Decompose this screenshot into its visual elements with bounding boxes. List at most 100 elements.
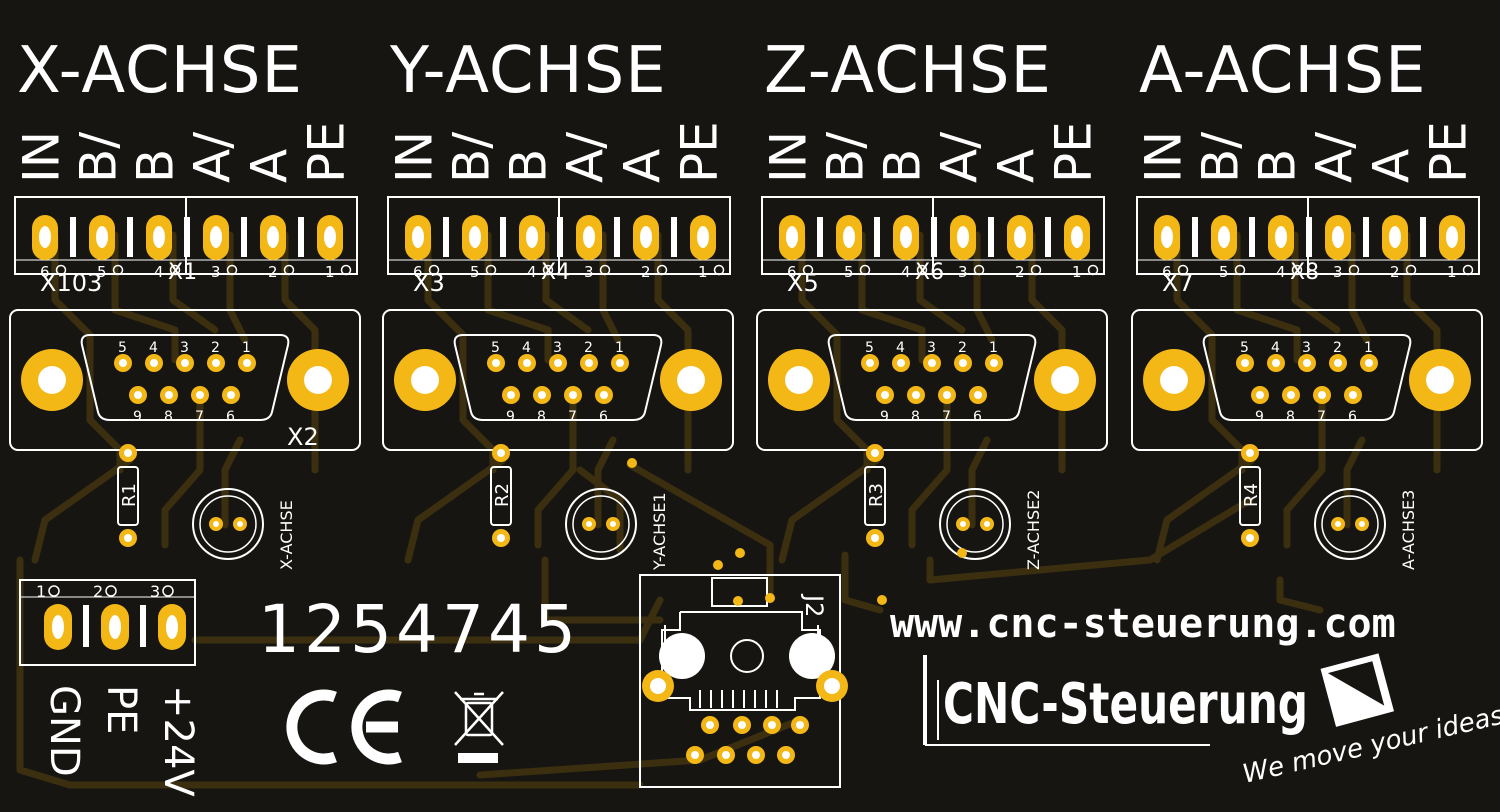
trace-main-5 xyxy=(841,551,884,614)
terminal-label: A xyxy=(1363,149,1421,183)
sub-d-pin-hole xyxy=(227,391,235,399)
rj45-mount-hole xyxy=(659,633,705,679)
sub-d-pin-hole xyxy=(181,359,189,367)
pin-number: 2 xyxy=(268,263,278,281)
sub-d-pin-number: 6 xyxy=(973,409,982,425)
led-pad-hole xyxy=(1335,521,1341,527)
sub-d-pin-number: 8 xyxy=(911,409,920,425)
trace-3-3 xyxy=(916,231,966,334)
rj45-pin-hole xyxy=(738,721,746,729)
led-pad-hole xyxy=(586,521,592,527)
pin-number: 2 xyxy=(641,263,651,281)
led-outline xyxy=(1314,488,1386,560)
pin-number: 1 xyxy=(698,263,708,281)
terminal-pad-hole xyxy=(640,226,652,248)
sub-d-pin-number: 7 xyxy=(568,409,577,425)
mounting-hole-hole xyxy=(1426,366,1454,394)
sub-d-pin-number: 5 xyxy=(865,340,874,356)
sub-d-pin-hole xyxy=(897,359,905,367)
terminal-separator xyxy=(241,217,247,257)
axis-title: X-ACHSE xyxy=(17,34,303,108)
terminal-separator xyxy=(1192,217,1198,257)
rj45-pin-hole xyxy=(691,751,699,759)
terminal-pad-hole xyxy=(267,226,279,248)
mounting-hole-hole xyxy=(411,366,439,394)
resistor-pad-hole xyxy=(871,534,879,542)
sub-d-pin-hole xyxy=(492,359,500,367)
terminal-label: IN xyxy=(760,131,818,183)
pin-marker xyxy=(1348,264,1360,276)
resistor-body xyxy=(864,466,886,526)
sub-d-shell xyxy=(80,334,290,421)
trace-main-4 xyxy=(626,461,774,604)
via xyxy=(765,593,775,603)
trace-main-3 xyxy=(541,556,664,624)
terminal-label: PE xyxy=(1420,121,1478,183)
sub-d-pin-number: 7 xyxy=(195,409,204,425)
terminal-pad-hole xyxy=(1275,226,1287,248)
pin-number: 1 xyxy=(1072,263,1082,281)
sub-d-outline xyxy=(382,309,734,451)
terminal-label: B/ xyxy=(70,132,128,183)
mounting-hole-hole xyxy=(1051,366,1079,394)
sub-d-pin-hole xyxy=(1256,391,1264,399)
terminal-separator xyxy=(817,217,823,257)
trace-2-3 xyxy=(542,231,592,334)
trace-3-8 xyxy=(968,436,991,529)
terminal-label: B xyxy=(1249,149,1307,183)
sub-d-shell xyxy=(827,334,1037,421)
pin-marker xyxy=(283,264,295,276)
terminal-label: B/ xyxy=(443,132,501,183)
power-pin-number: 2 xyxy=(93,582,103,601)
sub-d-pin-hole xyxy=(616,359,624,367)
sub-d-outline xyxy=(1131,309,1483,451)
sub-d-pin-hole xyxy=(119,359,127,367)
sub-d-shell xyxy=(453,334,663,421)
ce-mark-icon xyxy=(286,689,402,765)
sub-d-pin-number: 8 xyxy=(1286,409,1295,425)
sub-d-pin-hole xyxy=(554,359,562,367)
trace-2-7 xyxy=(534,396,577,549)
terminal-separator xyxy=(614,217,620,257)
led-pad-hole xyxy=(237,521,243,527)
sub-d-pin-hole xyxy=(523,359,531,367)
resistor-ref: R1 xyxy=(119,483,140,507)
power-label: GND xyxy=(41,685,87,777)
sub-d-pin-number: 2 xyxy=(211,340,220,356)
rj45-mount-hole xyxy=(789,633,835,679)
terminal-ref: X6 xyxy=(915,260,944,285)
sub-d-pin-hole xyxy=(196,391,204,399)
sub-d-pin-number: 6 xyxy=(226,409,235,425)
terminal-label: A/ xyxy=(184,132,242,183)
terminal-separator xyxy=(1306,217,1312,257)
sub-d-pin-number: 8 xyxy=(164,409,173,425)
mounting-hole-hole xyxy=(38,366,66,394)
pin-number: 6 xyxy=(40,263,50,281)
mounting-hole-hole xyxy=(304,366,332,394)
power-pin-marker xyxy=(105,585,117,597)
sub-d-pin-number: 3 xyxy=(180,340,189,356)
sub-d-pin-hole xyxy=(866,359,874,367)
terminal-label: A/ xyxy=(1306,132,1364,183)
resistor-pad-hole xyxy=(497,449,505,457)
terminal-label: B/ xyxy=(817,132,875,183)
sub-d-pin-number: 1 xyxy=(242,340,251,356)
sub-d-pin-hole xyxy=(990,359,998,367)
rj45-shield-pad-hole xyxy=(650,678,666,694)
pin-number: 1 xyxy=(1447,263,1457,281)
terminal-ref: X1 xyxy=(168,260,197,285)
terminal-separator xyxy=(1363,217,1369,257)
pin-number: 4 xyxy=(1276,263,1286,281)
terminal-label: B xyxy=(500,149,558,183)
sub-d-pin-number: 3 xyxy=(1302,340,1311,356)
terminal-label: A xyxy=(241,149,299,183)
sub-d-pin-number: 4 xyxy=(522,340,531,356)
terminal-label: B/ xyxy=(1192,132,1250,183)
sub-d-pin-hole xyxy=(1365,359,1373,367)
sub-d-pin-number: 9 xyxy=(1255,409,1264,425)
trace-4-6 xyxy=(1153,456,1256,564)
terminal-separator xyxy=(1249,217,1255,257)
terminal-pad-hole xyxy=(697,226,709,248)
terminal-pad-hole xyxy=(469,226,481,248)
power-terminal-block xyxy=(19,579,196,666)
